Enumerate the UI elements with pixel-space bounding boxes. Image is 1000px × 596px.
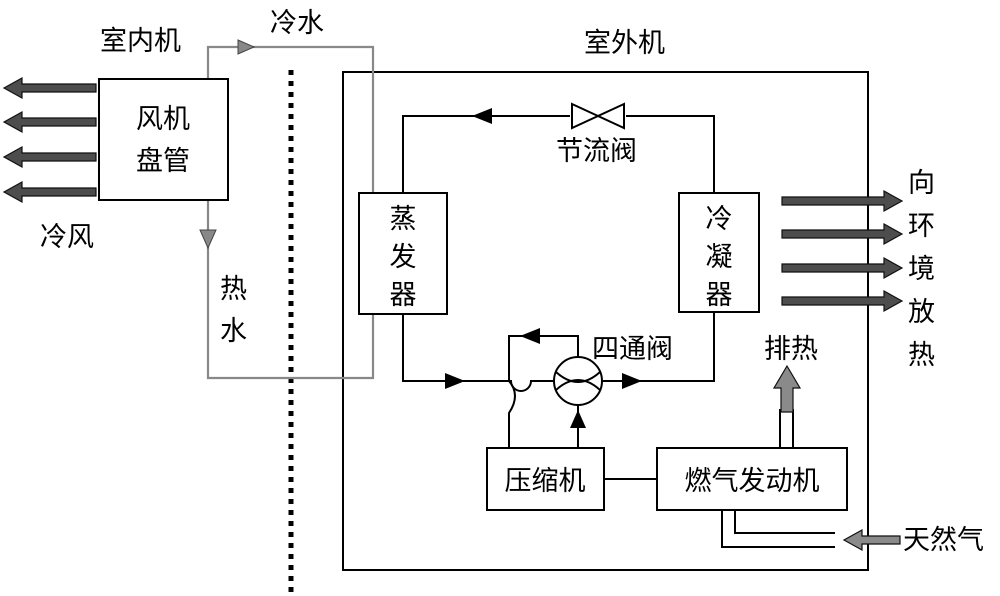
refrigerant-top-right: [626, 115, 715, 193]
evaporator-label-1: 蒸: [390, 204, 417, 235]
cold-air-arrow: [2, 180, 97, 204]
condenser-box: [678, 192, 760, 313]
heat-release-arrow: [781, 256, 904, 280]
evaporator-box: [358, 192, 448, 315]
cold-air-label: 冷风: [40, 222, 94, 253]
compressor-discharge-line: [508, 335, 579, 448]
discharge-arrow: [520, 328, 540, 344]
release-heat-label-5: 热: [908, 340, 935, 371]
cold-air-arrow: [2, 110, 97, 134]
cold-water-arrow: [237, 39, 256, 55]
fan-coil-label-1: 风机: [136, 104, 190, 135]
cold-air-arrow: [2, 76, 97, 100]
release-heat-label-1: 向: [908, 168, 935, 199]
condenser-label-2: 凝: [706, 242, 733, 273]
condenser-label-1: 冷: [706, 204, 733, 235]
release-heat-label-2: 环: [908, 211, 935, 242]
exhaust-heat-arrow: [772, 364, 802, 413]
bottom-flow-arrow-right: [622, 373, 642, 389]
compressor-box: [486, 447, 605, 511]
hot-water-label-2: 水: [220, 316, 247, 347]
four-way-valve-symbol: [553, 356, 603, 406]
throttle-valve-symbol: [571, 102, 625, 130]
heat-release-arrow: [781, 222, 904, 246]
release-heat-label-4: 放: [908, 297, 935, 328]
natural-gas-pipe: [721, 510, 835, 548]
four-way-valve-label: 四通阀: [592, 334, 673, 365]
cold-water-label: 冷水: [270, 8, 324, 39]
refrigerant-top-line: [402, 115, 570, 193]
heat-release-arrow: [781, 289, 904, 313]
hot-water-label-1: 热: [220, 274, 247, 305]
throttle-valve-label: 节流阀: [556, 136, 637, 167]
outdoor-unit-label: 室外机: [584, 28, 665, 59]
bottom-flow-arrow-left: [445, 373, 465, 389]
condenser-label-3: 器: [706, 280, 733, 311]
suction-arrow: [570, 410, 586, 428]
exhaust-pipe: [779, 409, 794, 448]
evaporator-label-3: 器: [390, 280, 417, 311]
indoor-unit-label: 室内机: [100, 26, 181, 57]
evaporator-label-2: 发: [390, 242, 417, 273]
hot-water-arrow: [199, 229, 217, 250]
outdoor-unit-frame: [342, 71, 869, 571]
natural-gas-arrow: [842, 528, 901, 552]
gas-engine-label: 燃气发动机: [685, 466, 820, 497]
cold-air-arrows: [2, 76, 97, 204]
refrigerant-bottom-line: [402, 314, 555, 392]
cold-air-arrow: [2, 145, 97, 169]
release-heat-label-3: 境: [908, 254, 935, 285]
gas-engine-box: [656, 447, 848, 511]
top-flow-arrow: [472, 108, 492, 124]
heat-release-arrow: [781, 189, 904, 213]
natural-gas-label: 天然气: [903, 525, 984, 556]
fan-coil-label-2: 盘管: [136, 146, 190, 177]
heat-release-arrows: [781, 189, 904, 313]
exhaust-heat-label: 排热: [764, 334, 818, 365]
fan-coil-box: [98, 78, 229, 201]
compressor-label: 压缩机: [505, 466, 586, 497]
